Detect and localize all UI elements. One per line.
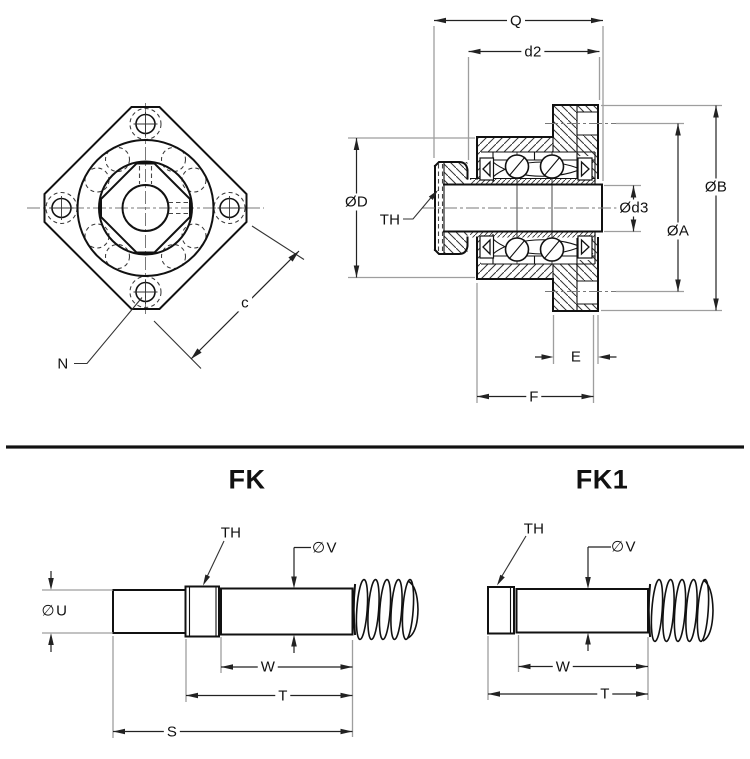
flange-front-view <box>27 103 305 369</box>
dim-label-u-fk: ∅U <box>38 602 72 620</box>
dim-label-c: c <box>238 294 252 312</box>
fk1-shaft-drawing <box>487 535 714 700</box>
dim-label-v-fk1: ∅V <box>610 538 638 556</box>
dim-label-oa: ØA <box>663 222 693 240</box>
dim-label-s-fk: S <box>163 723 181 740</box>
fk-shaft-drawing <box>42 540 419 738</box>
dim-label-w-fk1: W <box>552 658 574 675</box>
dim-label-t-fk: T <box>275 687 291 704</box>
section-view <box>348 17 722 403</box>
dim-label-f: F <box>526 388 542 405</box>
dim-label-t-fk1: T <box>597 685 613 703</box>
dim-label-v-fk: ∅V <box>311 539 339 556</box>
fk1-title: FK1 <box>575 464 629 495</box>
dim-label-od3: Ød3 <box>616 199 652 217</box>
dim-label-e: E <box>570 348 582 366</box>
dim-label-od: ØD <box>341 193 372 211</box>
section-divider <box>6 445 744 449</box>
label-th-fk1: TH <box>523 520 545 537</box>
dim-label-q: Q <box>507 12 525 29</box>
label-n: N <box>57 355 69 372</box>
label-th-fk: TH <box>220 524 242 541</box>
dim-label-d2: d2 <box>521 43 545 60</box>
dim-label-w-fk: W <box>257 658 279 676</box>
label-th-section: TH <box>379 211 401 228</box>
fk-title: FK <box>228 464 266 495</box>
dim-label-ob: ØB <box>701 178 731 195</box>
